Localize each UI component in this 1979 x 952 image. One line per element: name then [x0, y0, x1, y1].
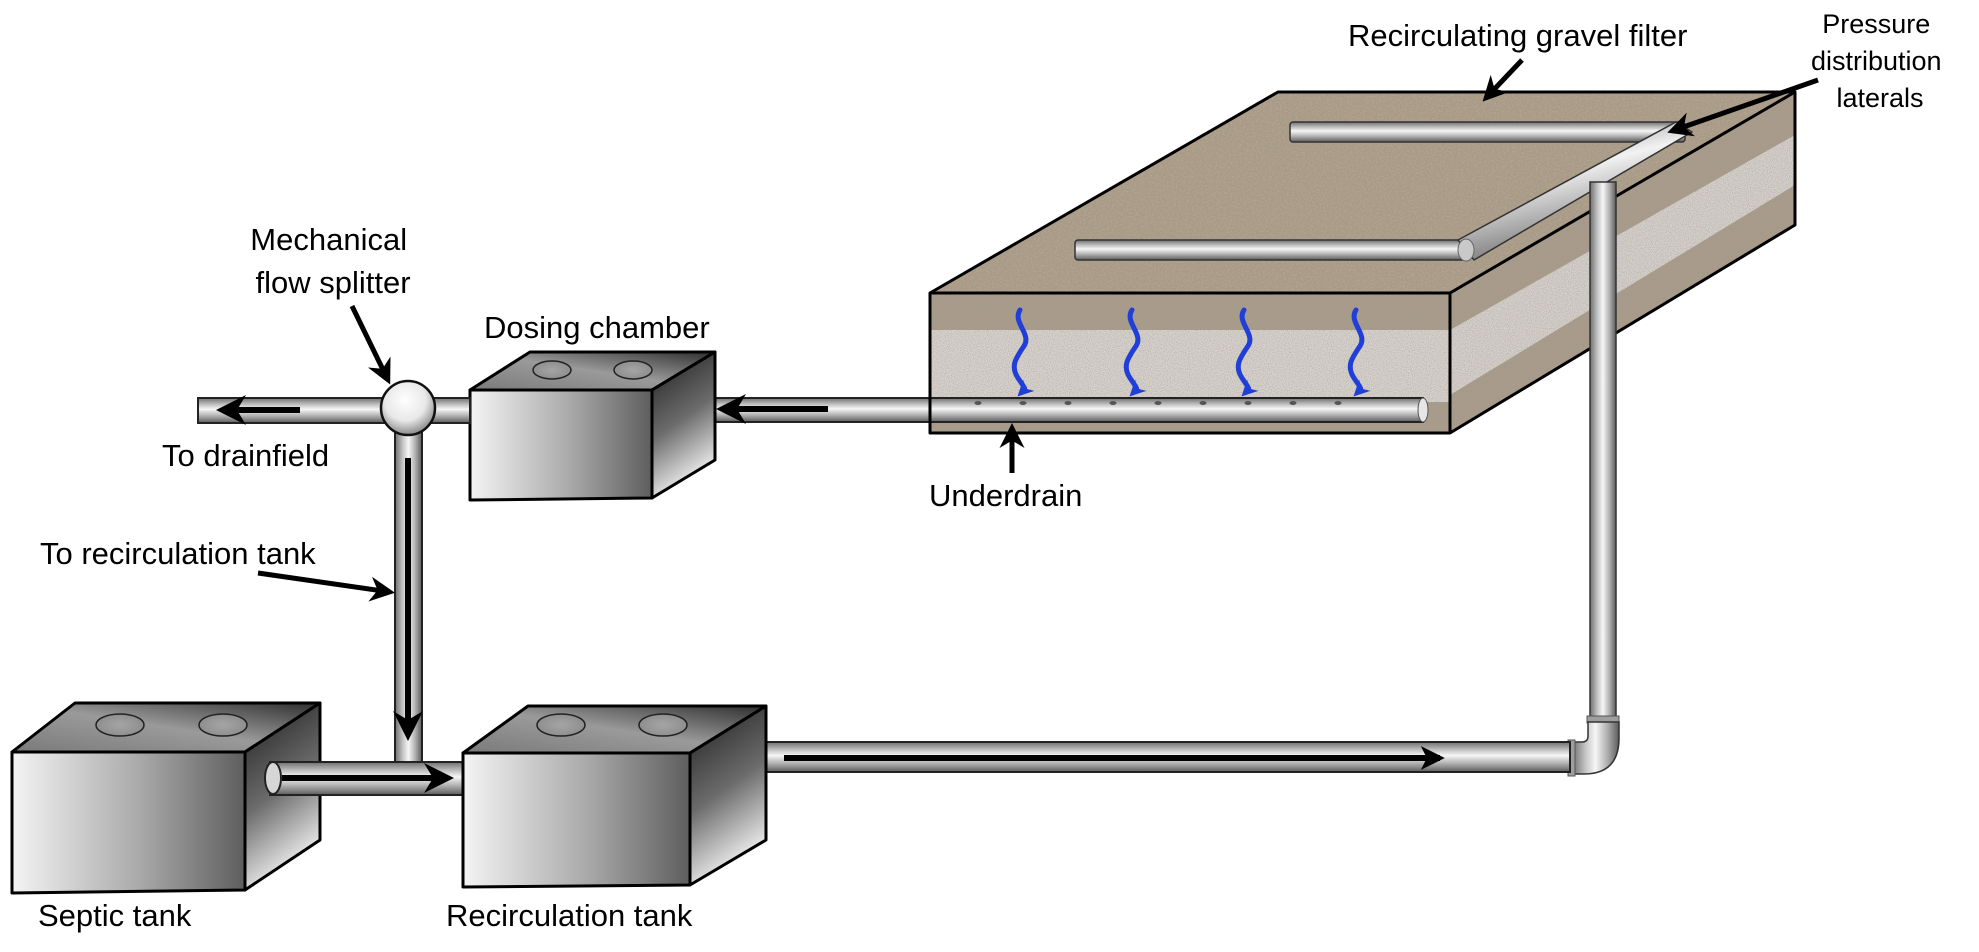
- label-underdrain: Underdrain: [929, 478, 1082, 513]
- perforation: [1064, 401, 1072, 405]
- perforation: [1019, 401, 1027, 405]
- lid-icon: [198, 713, 248, 737]
- lateral-lower: [1074, 239, 1471, 261]
- leader-laterals: [1667, 77, 1819, 137]
- leader-splitter: [349, 304, 391, 385]
- perforation: [1244, 401, 1252, 405]
- pressure-distribution-laterals: [1074, 121, 1693, 262]
- labels: Recirculating gravel filter Pressure dis…: [38, 9, 1949, 933]
- underdrain-perforations: [974, 401, 1342, 405]
- perforation: [1154, 401, 1162, 405]
- label-septic-tank: Septic tank: [38, 898, 192, 933]
- perforation: [1334, 401, 1342, 405]
- perforation: [1199, 401, 1207, 405]
- mechanical-flow-splitter-ball: [379, 379, 437, 437]
- perforation: [1289, 401, 1297, 405]
- percolation-arrow-icon: [1011, 307, 1035, 397]
- lid-icon: [536, 713, 586, 737]
- leader-lines: [257, 58, 1819, 602]
- perforation: [1109, 401, 1117, 405]
- septic-outlet-pipe: [264, 761, 466, 796]
- perforation: [974, 401, 982, 405]
- label-recirculation-tank: Recirculation tank: [446, 898, 693, 933]
- label-dosing-chamber: Dosing chamber: [484, 310, 710, 345]
- dosing-chamber: [468, 350, 717, 502]
- percolation-arrow-icon: [1235, 307, 1259, 397]
- percolation-arrow-icon: [1123, 307, 1147, 397]
- percolation-arrow-icon: [1347, 307, 1371, 397]
- label-mechanical-flow-splitter: Mechanical flow splitter: [250, 222, 415, 300]
- percolation-arrows: [1011, 307, 1371, 397]
- septic-tank: [10, 701, 322, 895]
- lid-icon: [638, 713, 688, 737]
- leader-gravel-filter: [1482, 58, 1524, 102]
- lid-icon: [532, 360, 572, 380]
- recirculation-tank: [461, 704, 768, 889]
- leader-recirc-pipe: [257, 570, 395, 602]
- label-pressure-distribution-laterals: Pressure distribution laterals: [1811, 9, 1949, 113]
- splitter-pipes: [197, 379, 471, 766]
- label-to-recirculation-tank: To recirculation tank: [40, 536, 316, 571]
- lateral-upper: [1289, 121, 1686, 143]
- label-to-drainfield: To drainfield: [162, 438, 329, 473]
- lid-icon: [95, 713, 145, 737]
- label-recirculating-gravel-filter: Recirculating gravel filter: [1348, 18, 1687, 53]
- underdrain-pipe: [667, 394, 1429, 424]
- lid-icon: [613, 360, 653, 380]
